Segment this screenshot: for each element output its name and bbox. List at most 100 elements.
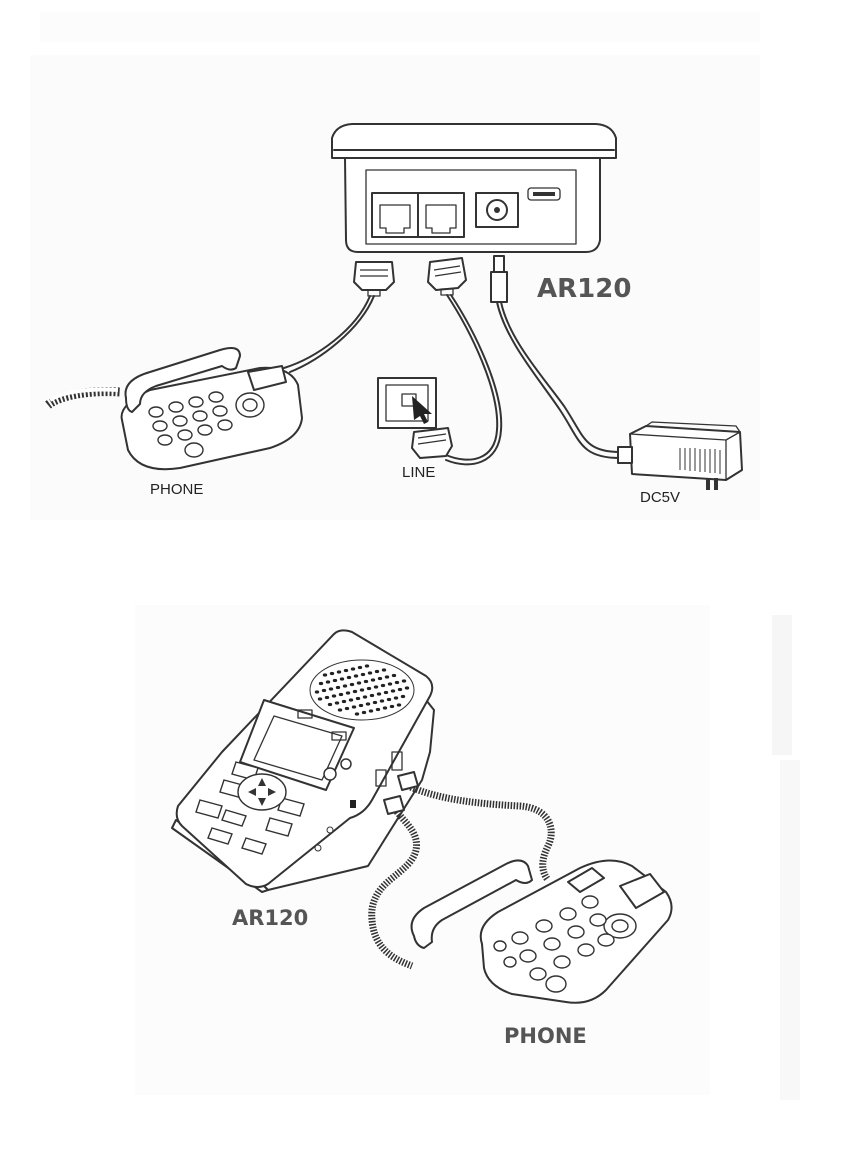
phone-plug: [353, 261, 395, 297]
grille-hole: [334, 701, 340, 705]
grille-hole: [394, 680, 400, 685]
grille-hole: [396, 703, 402, 707]
grille-hole: [345, 691, 351, 695]
grille-hole: [362, 695, 368, 699]
grille-hole: [365, 702, 371, 706]
grille-hole: [354, 712, 360, 716]
grille-hole: [372, 700, 378, 705]
grille-hole: [391, 673, 397, 678]
wall-socket: [377, 377, 437, 429]
grille-hole: [366, 686, 372, 691]
grille-hole: [361, 710, 367, 715]
grille-hole: [364, 664, 370, 668]
grille-hole: [356, 681, 362, 685]
grille-hole: [382, 706, 388, 710]
grille-hole: [352, 689, 358, 694]
coiled-line-cord: [406, 782, 555, 883]
grille-hole: [383, 690, 389, 695]
grille-hole: [324, 695, 330, 700]
grille-hole: [337, 708, 343, 712]
device-label: AR120: [232, 906, 308, 930]
dc-power-jack: [475, 192, 519, 228]
grille-hole: [393, 696, 399, 700]
grille-hole: [328, 687, 334, 691]
grille-hole: [375, 707, 381, 712]
grille-hole: [360, 672, 366, 677]
grille-hole: [329, 671, 335, 676]
grille-hole: [357, 665, 363, 670]
grille-hole: [400, 694, 406, 699]
dc-plug: [490, 255, 508, 303]
grille-hole: [353, 674, 359, 678]
grille-hole: [381, 668, 387, 672]
grille-hole: [350, 667, 356, 671]
grille-hole: [359, 688, 365, 692]
phone-label: PHONE: [504, 1024, 587, 1048]
line-label: LINE: [402, 464, 435, 481]
grille-hole: [397, 687, 403, 692]
grille-hole: [384, 675, 390, 679]
phone-jack: [371, 192, 419, 238]
grille-hole: [321, 688, 327, 693]
grille-hole: [358, 703, 364, 708]
speaker-grille: [309, 659, 415, 721]
grille-hole: [317, 697, 323, 701]
grille-hole: [318, 681, 324, 686]
cursor-arrow-icon: [412, 396, 432, 424]
grille-hole: [368, 709, 374, 713]
coiled-handset-cord: [368, 802, 420, 970]
grille-hole: [351, 705, 357, 709]
power-adapter: [617, 421, 743, 490]
desk-phone-icon: [45, 347, 303, 471]
grille-hole: [325, 680, 331, 684]
grille-hole: [341, 699, 347, 704]
grille-hole: [379, 699, 385, 703]
bottom-plugs: [383, 771, 419, 815]
ar120-rear-view: [331, 123, 617, 253]
grille-hole: [377, 676, 383, 681]
grille-hole: [342, 684, 348, 688]
grille-hole: [346, 675, 352, 680]
grille-hole: [387, 682, 393, 686]
grille-hole: [401, 679, 407, 683]
grille-hole: [344, 706, 350, 711]
grille-hole: [349, 682, 355, 687]
power-cable: [500, 301, 621, 453]
grille-hole: [336, 670, 342, 674]
grille-hole: [363, 679, 369, 684]
grille-hole: [331, 694, 337, 698]
grille-hole: [343, 668, 349, 673]
grille-hole: [355, 696, 361, 701]
grille-hole: [390, 689, 396, 693]
grille-hole: [386, 697, 392, 702]
grille-hole: [314, 690, 320, 694]
grille-hole: [373, 685, 379, 689]
background-band: [40, 12, 760, 42]
phone-cable: [289, 295, 375, 373]
grille-hole: [404, 686, 410, 690]
grille-hole: [376, 692, 382, 696]
grille-hole: [338, 692, 344, 697]
grille-hole: [339, 677, 345, 681]
usb-port: [527, 187, 561, 201]
power-cable: [496, 301, 621, 459]
device-label: AR120: [537, 274, 631, 304]
grille-hole: [348, 698, 354, 702]
phone-label: PHONE: [150, 481, 203, 498]
background-band: [780, 760, 800, 1100]
desk-phone-icon: [410, 859, 673, 1004]
line-plug-lower: [411, 427, 453, 459]
grille-hole: [380, 683, 386, 688]
control-buttons: [195, 761, 305, 855]
grille-hole: [370, 678, 376, 682]
grille-hole: [389, 704, 395, 709]
grille-hole: [367, 671, 373, 675]
grille-hole: [332, 678, 338, 683]
background-band: [772, 615, 792, 755]
grille-hole: [374, 669, 380, 674]
grille-hole: [369, 693, 375, 698]
line-jack: [417, 192, 465, 238]
line-cable: [445, 294, 503, 466]
line-plug-upper: [427, 257, 467, 296]
